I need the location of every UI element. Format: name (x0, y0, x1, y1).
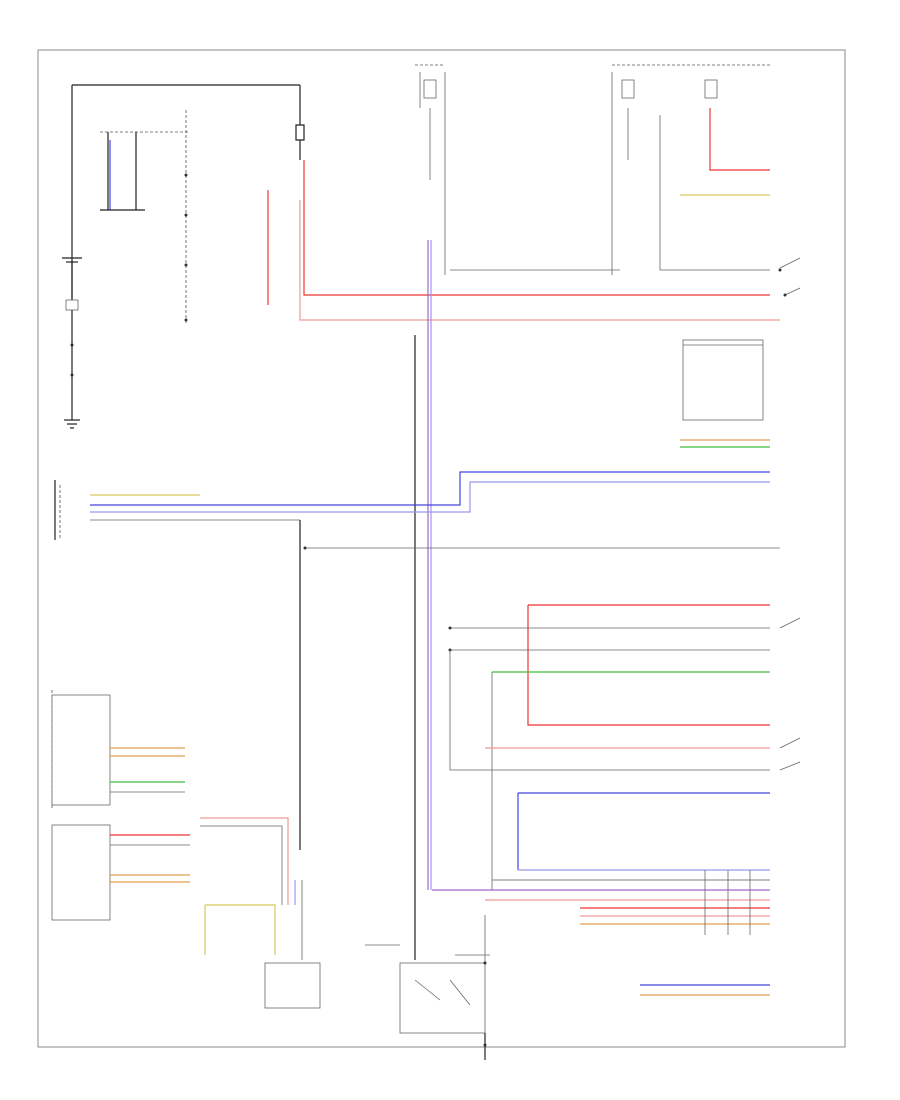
right-module (680, 339, 770, 448)
diagram-frame (37, 49, 846, 1048)
fuse-box-center (414, 64, 620, 960)
bus-wires (54, 471, 780, 850)
selector-relay (200, 817, 490, 1060)
bottom-right-connector (432, 869, 770, 996)
switch-bank (448, 604, 801, 890)
selector-module (264, 962, 321, 1009)
battery-fuse (65, 299, 79, 311)
starter-relay (399, 962, 486, 1034)
battery-section (62, 84, 780, 429)
left-lower-modules (51, 690, 190, 921)
fuse-box-right (611, 64, 801, 297)
